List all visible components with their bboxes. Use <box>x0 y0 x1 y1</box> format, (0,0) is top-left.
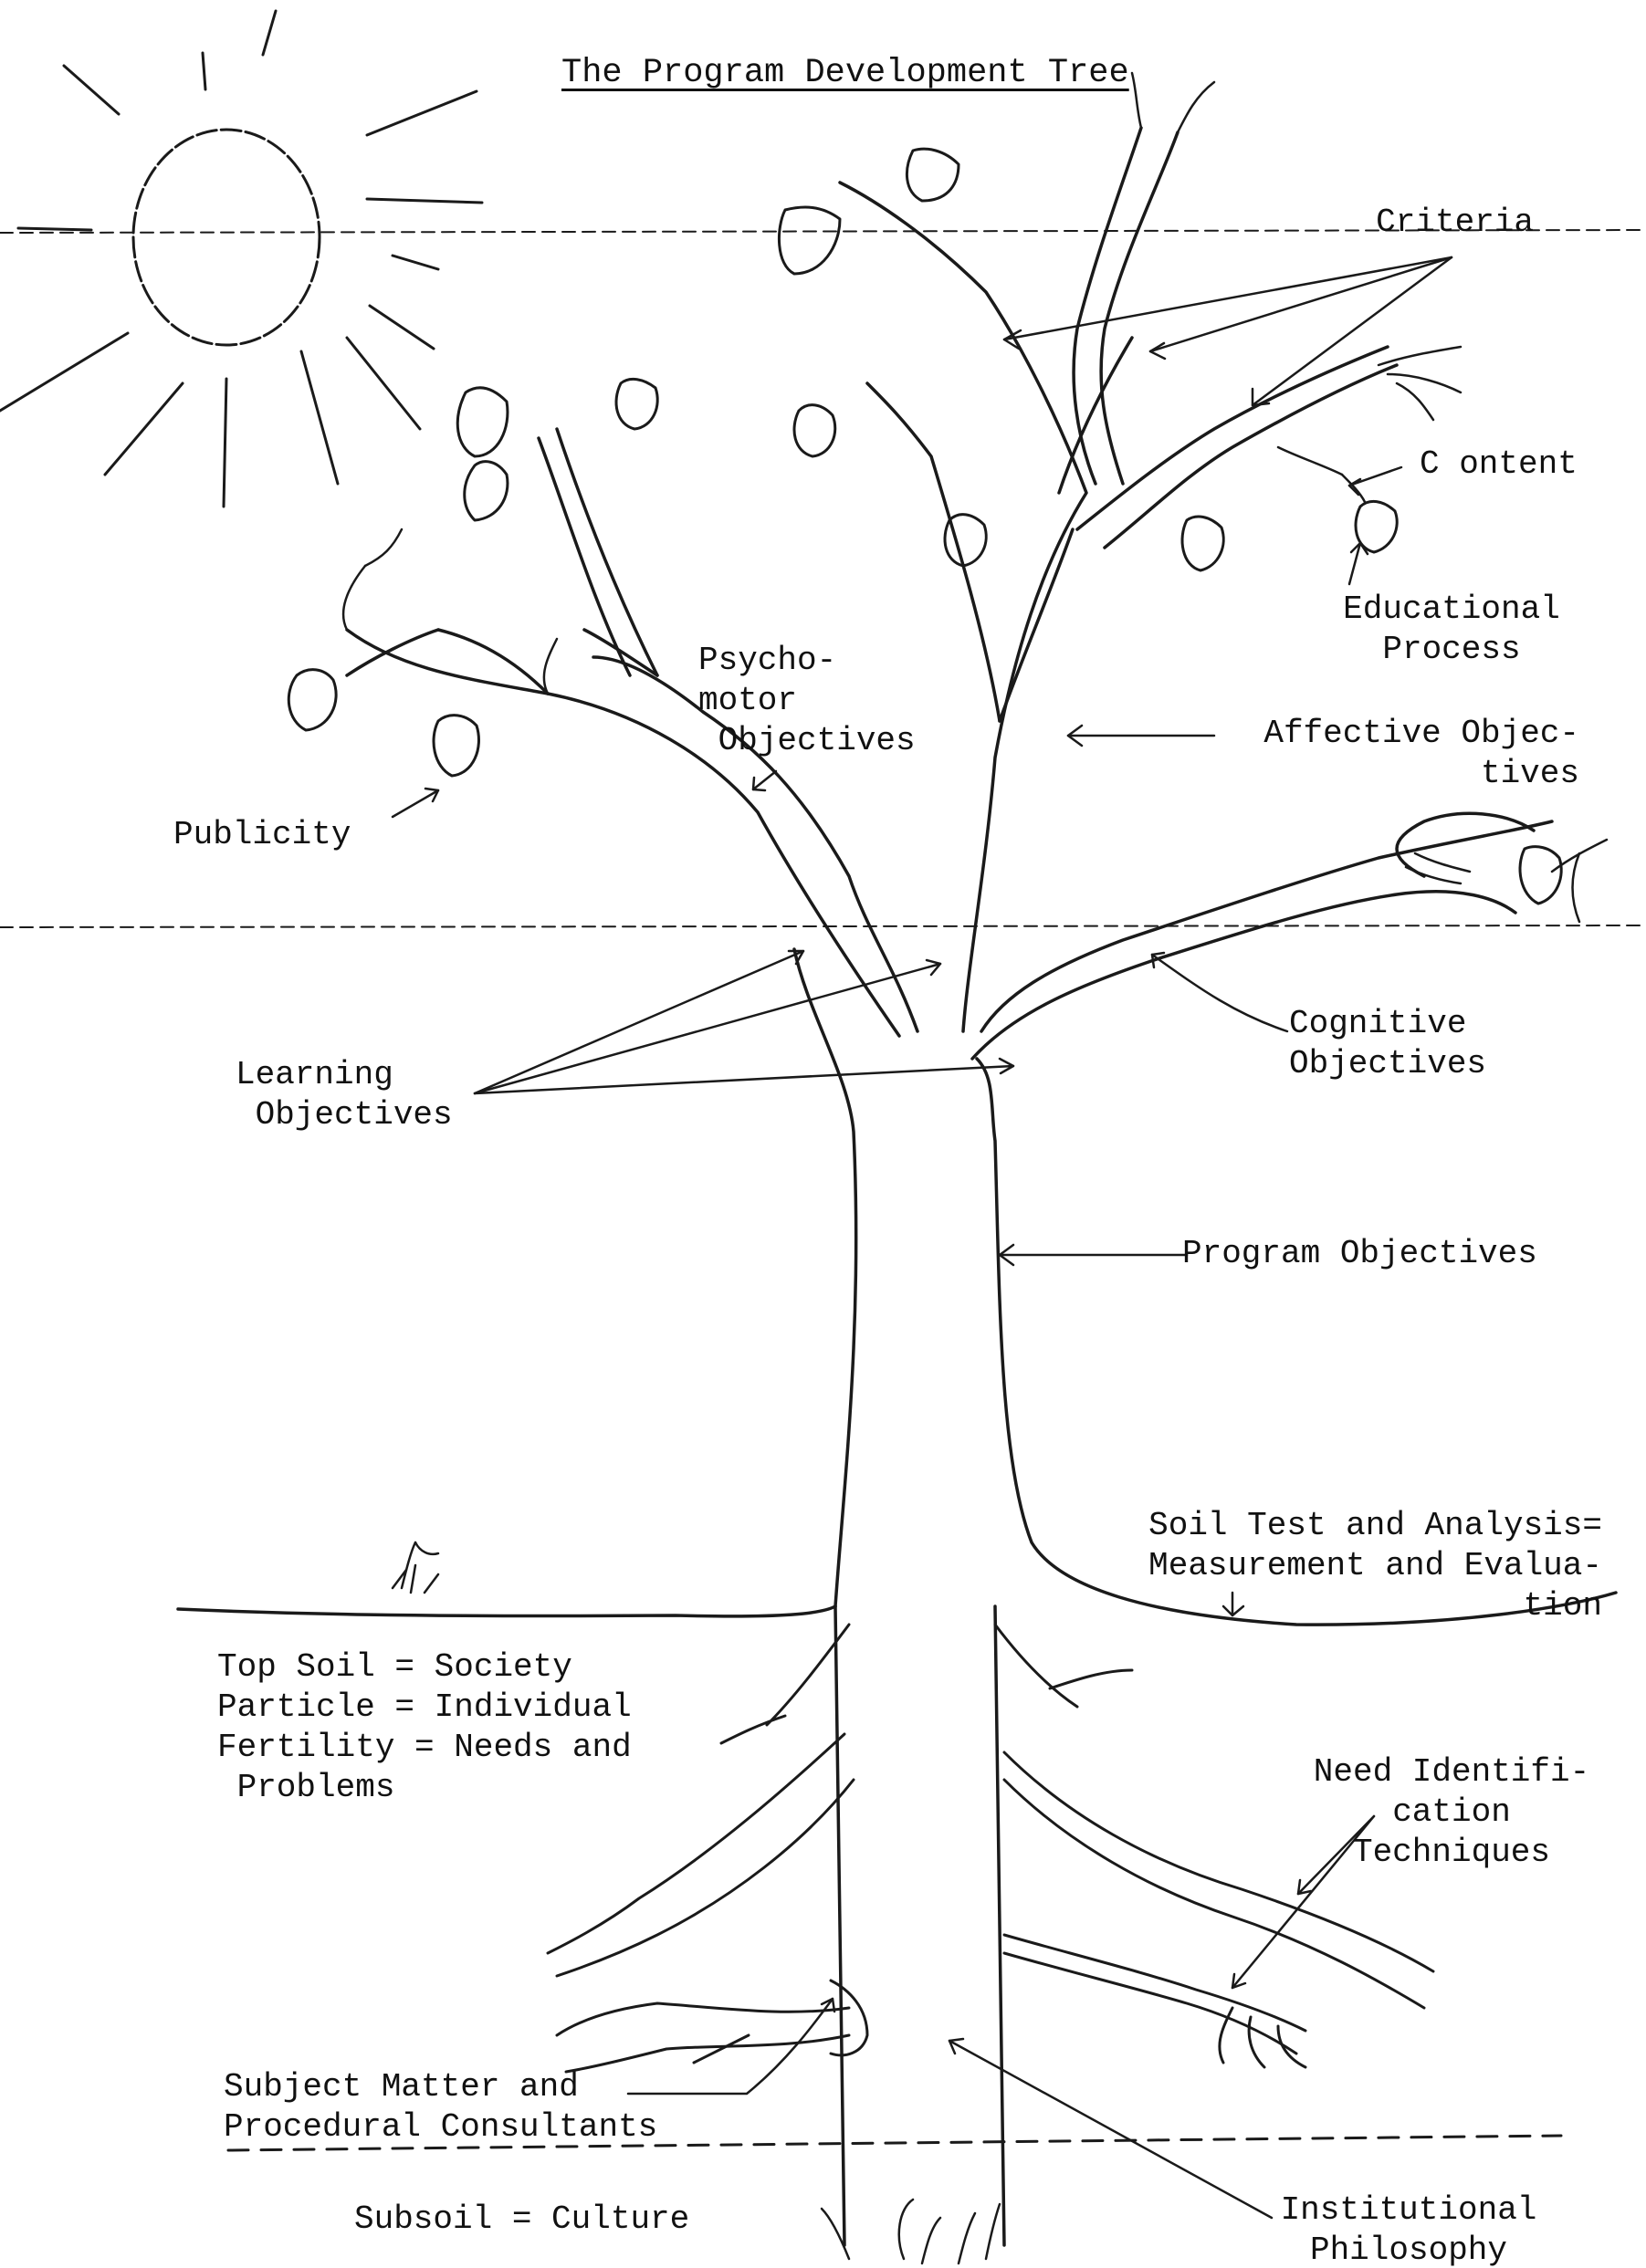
label-top-soil: Top Soil = Society Particle = Individual… <box>217 1647 632 1808</box>
label-subsoil: Subsoil = Culture <box>354 2200 689 2240</box>
twigs <box>343 73 1607 2263</box>
label-educational-process: Educational Process <box>1315 590 1588 670</box>
label-soil-test: Soil Test and Analysis= Measurement and … <box>1059 1506 1602 1626</box>
diagram-title: The Program Development Tree <box>561 53 1129 93</box>
label-institutional-philosophy: Institutional Philosophy <box>1258 2190 1559 2268</box>
label-criteria: Criteria <box>1333 203 1534 243</box>
label-affective-objectives: Affective Objec- tives <box>1214 714 1579 794</box>
label-subject-matter-consultants: Subject Matter and Procedural Consultant… <box>224 2067 657 2148</box>
sun-icon <box>0 11 482 507</box>
label-content: C ontent <box>1420 444 1578 485</box>
label-psychomotor-objectives: Psycho- motor Objectives <box>698 641 916 761</box>
label-need-identification: Need Identifi- cation Techniques <box>1278 1752 1625 1873</box>
label-publicity: Publicity <box>173 815 351 855</box>
grass-tuft-icon <box>393 1565 438 1593</box>
label-program-objectives: Program Objectives <box>1182 1234 1537 1274</box>
label-learning-objectives: Learning Objectives <box>236 1055 453 1135</box>
label-cognitive-objectives: Cognitive Objectives <box>1289 1004 1486 1084</box>
